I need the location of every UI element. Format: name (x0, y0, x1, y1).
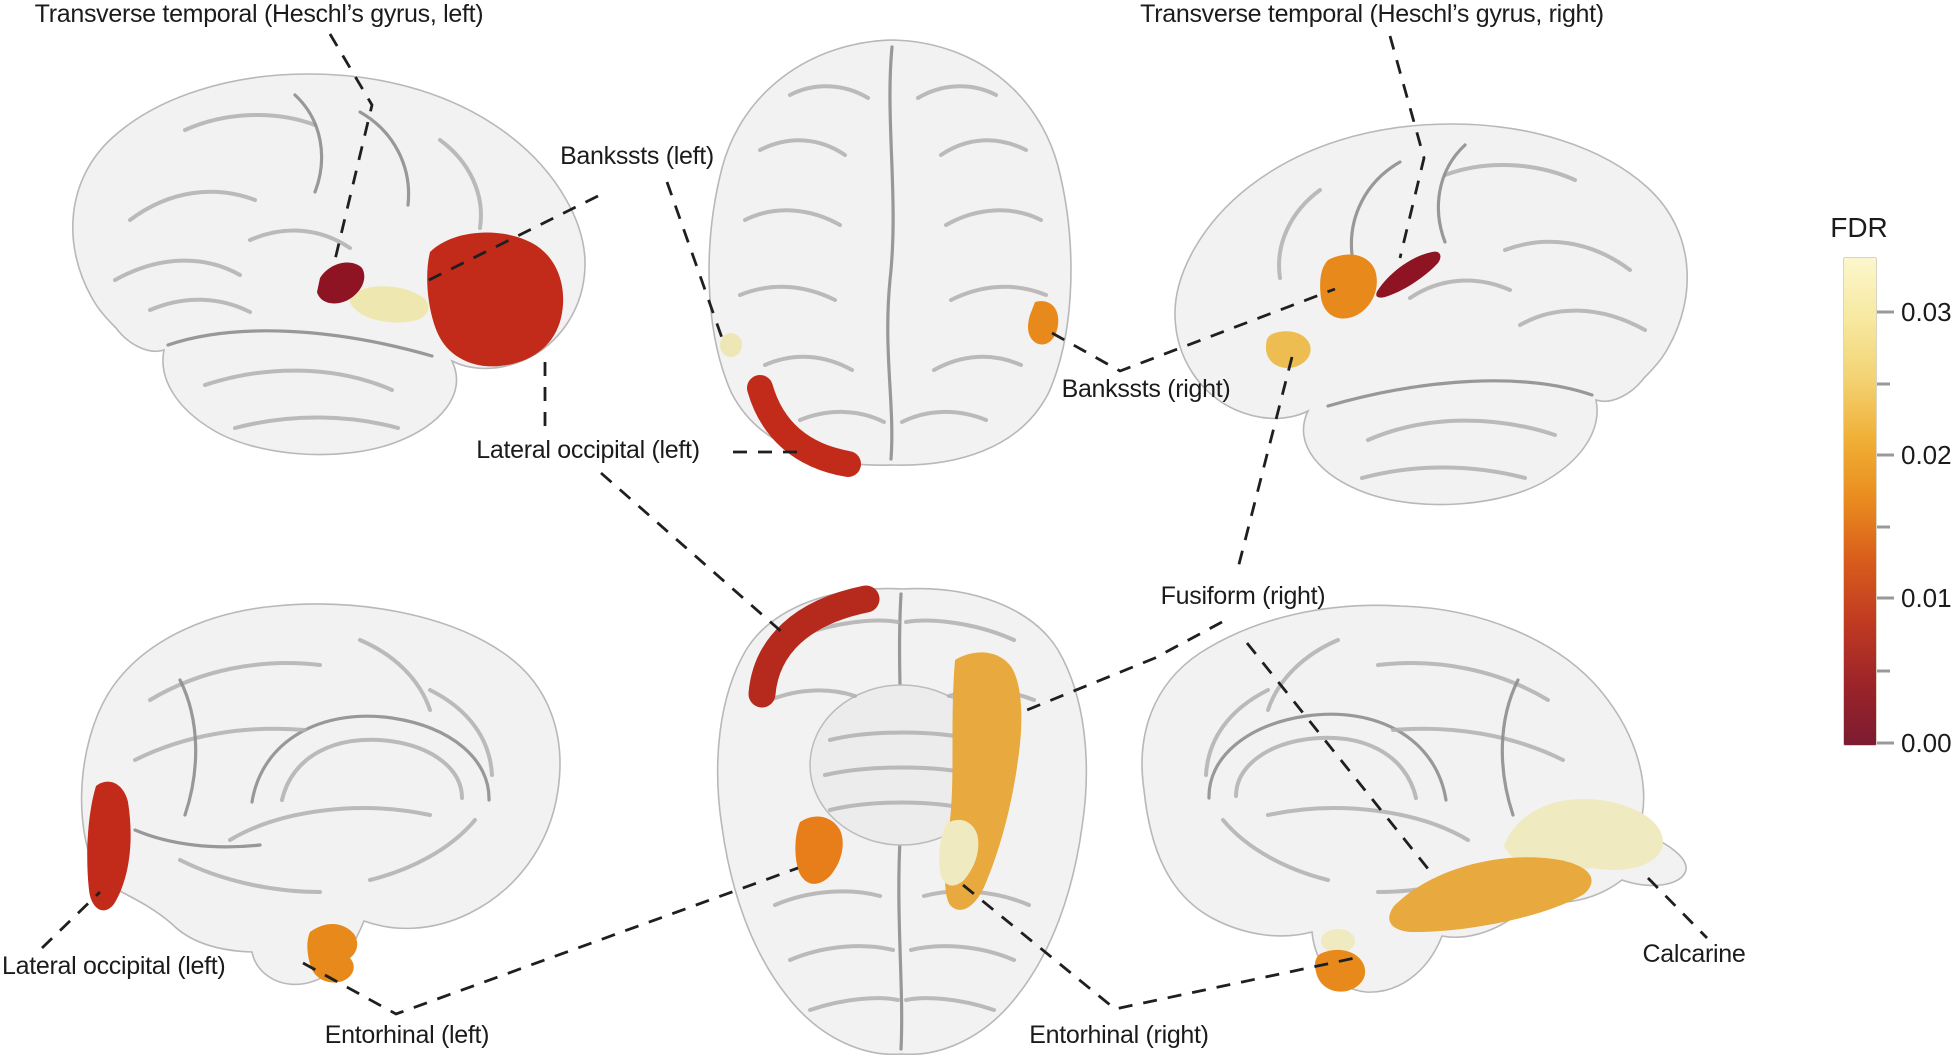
colorbar-tick-label-003: 0.03 (1901, 297, 1952, 327)
colorbar-tick-label-001: 0.01 (1901, 583, 1952, 613)
region-lateral-occipital-left-medial (87, 781, 131, 911)
region-entorhinal-right-medial-pale (1321, 929, 1355, 953)
region-transverse-temporal-right (1376, 251, 1441, 298)
brain-right-lateral (1174, 123, 1689, 506)
callout-entorhinal-left (302, 866, 799, 1016)
callout-bankssts-left-to-lateral (424, 194, 599, 284)
brain-dorsal-view (708, 39, 1072, 477)
colorbar-ticks (1876, 310, 1894, 745)
label-lateral-occipital-left-mid: Lateral occipital (left) (476, 436, 700, 464)
region-calcarine-right-medial (1504, 798, 1663, 872)
label-bankssts-right: Bankssts (right) (1061, 375, 1231, 403)
label-calcarine: Calcarine (1642, 940, 1746, 968)
callout-transverse-temporal-left (328, 33, 374, 265)
callout-lateral-occipital-bottom (41, 890, 101, 950)
callout-entorhinal-right (962, 883, 1356, 1011)
region-bankssts-right-lateral (1320, 254, 1377, 319)
label-lateral-occipital-left-bottom: Lateral occipital (left) (2, 952, 226, 980)
label-fusiform-right: Fusiform (right) (1160, 582, 1326, 610)
brain-ventral-view (716, 585, 1088, 1055)
callout-calcarine (1647, 877, 1708, 939)
region-entorhinal-right-ventral (939, 819, 979, 886)
brain-left-medial (80, 603, 561, 986)
label-bankssts-left: Bankssts (left) (560, 142, 714, 170)
region-lateral-occipital-left-dorsal (747, 375, 861, 477)
brain-left-lateral (71, 73, 586, 456)
callout-bankssts-right (1051, 287, 1336, 373)
label-transverse-temporal-left: Transverse temporal (Heschl’s gyrus, lef… (34, 0, 484, 28)
callout-lines (41, 33, 1708, 1016)
region-fusiform-right-medial (1389, 857, 1592, 933)
region-entorhinal-left-medial (307, 923, 358, 983)
callout-fusiform-lateral-link (1235, 356, 1294, 573)
region-lateral-occipital-left-ventral (748, 585, 880, 708)
label-entorhinal-right: Entorhinal (right) (1029, 1021, 1209, 1049)
callout-transverse-temporal-right (1388, 35, 1426, 259)
colorbar-title: FDR (1830, 212, 1888, 243)
region-lateral-occipital-left-lateral (427, 232, 564, 367)
label-entorhinal-left: Entorhinal (left) (324, 1021, 490, 1049)
region-bankssts-left (349, 286, 429, 323)
callout-fusiform-to-ventral (1021, 620, 1223, 714)
region-bankssts-right-dorsal-spot (1028, 301, 1059, 345)
callout-lateral-occipital-mid-down (600, 471, 784, 635)
callout-bankssts-left-to-dorsal (665, 181, 724, 339)
region-entorhinal-right-medial-orange (1315, 949, 1366, 992)
brain-right-medial (1141, 604, 1687, 993)
region-bankssts-left-dorsal-spot (720, 333, 742, 357)
region-fusiform-right-lateral (1266, 331, 1311, 369)
region-transverse-temporal-left (317, 262, 365, 304)
fdr-colorbar (1843, 257, 1877, 746)
region-entorhinal-left-ventral (795, 816, 843, 884)
label-transverse-temporal-right: Transverse temporal (Heschl’s gyrus, rig… (1140, 0, 1604, 28)
colorbar-tick-label-000: 0.00 (1901, 728, 1952, 758)
colorbar-tick-label-002: 0.02 (1901, 440, 1952, 470)
